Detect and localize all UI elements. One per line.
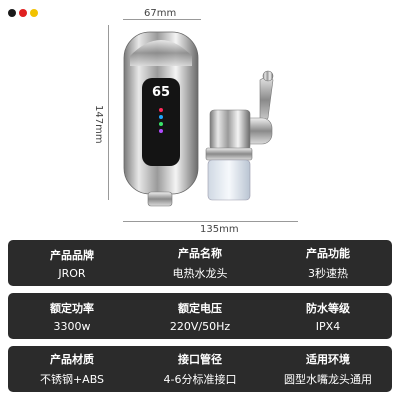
spec-waterproof-label: 防水等级 bbox=[306, 301, 350, 315]
spec-environment-value: 圆型水嘴龙头通用 bbox=[284, 373, 372, 386]
spec-power-value: 3300w bbox=[53, 319, 91, 333]
width-top-label: 67mm bbox=[144, 8, 177, 19]
spec-brand-label: 产品品牌 bbox=[50, 248, 94, 262]
spec-interface: 接口管径 4-6分标准接口 bbox=[136, 346, 264, 392]
spec-voltage: 额定电压 220V/50Hz bbox=[136, 293, 264, 339]
spec-voltage-label: 额定电压 bbox=[178, 301, 222, 315]
spec-name-value: 电热水龙头 bbox=[172, 267, 228, 280]
spec-material-value: 不锈钢+ABS bbox=[39, 373, 105, 386]
width-bottom-line bbox=[123, 221, 298, 222]
spec-material: 产品材质 不锈钢+ABS bbox=[8, 346, 136, 392]
spec-row-1: 产品品牌 JROR 产品名称 电热水龙头 产品功能 3秒速热 bbox=[8, 240, 392, 286]
spec-function-value: 3秒速热 bbox=[308, 267, 348, 280]
height-side-label: 147mm bbox=[93, 105, 104, 144]
spec-brand: 产品品牌 JROR bbox=[8, 240, 136, 286]
spec-interface-value: 4-6分标准接口 bbox=[163, 373, 237, 386]
spec-power: 额定功率 3300w bbox=[8, 293, 136, 339]
spec-waterproof: 防水等级 IPX4 bbox=[264, 293, 392, 339]
spec-brand-value: JROR bbox=[58, 266, 86, 280]
color-dots bbox=[8, 9, 38, 17]
spec-interface-label: 接口管径 bbox=[178, 353, 222, 366]
spec-voltage-value: 220V/50Hz bbox=[169, 319, 231, 333]
temperature-readout: 65 bbox=[152, 85, 170, 100]
faucet-heater-image: 65 bbox=[123, 31, 274, 207]
spec-name-label: 产品名称 bbox=[178, 247, 222, 260]
spec-function: 产品功能 3秒速热 bbox=[264, 240, 392, 286]
spec-material-label: 产品材质 bbox=[50, 353, 94, 366]
spec-waterproof-value: IPX4 bbox=[315, 319, 341, 333]
height-side-line bbox=[108, 25, 109, 200]
spec-row-3: 产品材质 不锈钢+ABS 接口管径 4-6分标准接口 适用环境 圆型水嘴龙头通用 bbox=[8, 346, 392, 392]
width-bottom-label: 135mm bbox=[200, 224, 239, 235]
yellow-dot bbox=[30, 9, 38, 17]
spec-row-2: 额定功率 3300w 额定电压 220V/50Hz 防水等级 IPX4 bbox=[8, 293, 392, 339]
spec-power-label: 额定功率 bbox=[50, 301, 94, 315]
spec-function-label: 产品功能 bbox=[306, 247, 350, 260]
spec-name: 产品名称 电热水龙头 bbox=[136, 240, 264, 286]
black-dot bbox=[8, 9, 16, 17]
red-dot bbox=[19, 9, 27, 17]
spec-environment-label: 适用环境 bbox=[306, 353, 350, 366]
width-top-line bbox=[123, 19, 201, 20]
spec-environment: 适用环境 圆型水嘴龙头通用 bbox=[264, 346, 392, 392]
